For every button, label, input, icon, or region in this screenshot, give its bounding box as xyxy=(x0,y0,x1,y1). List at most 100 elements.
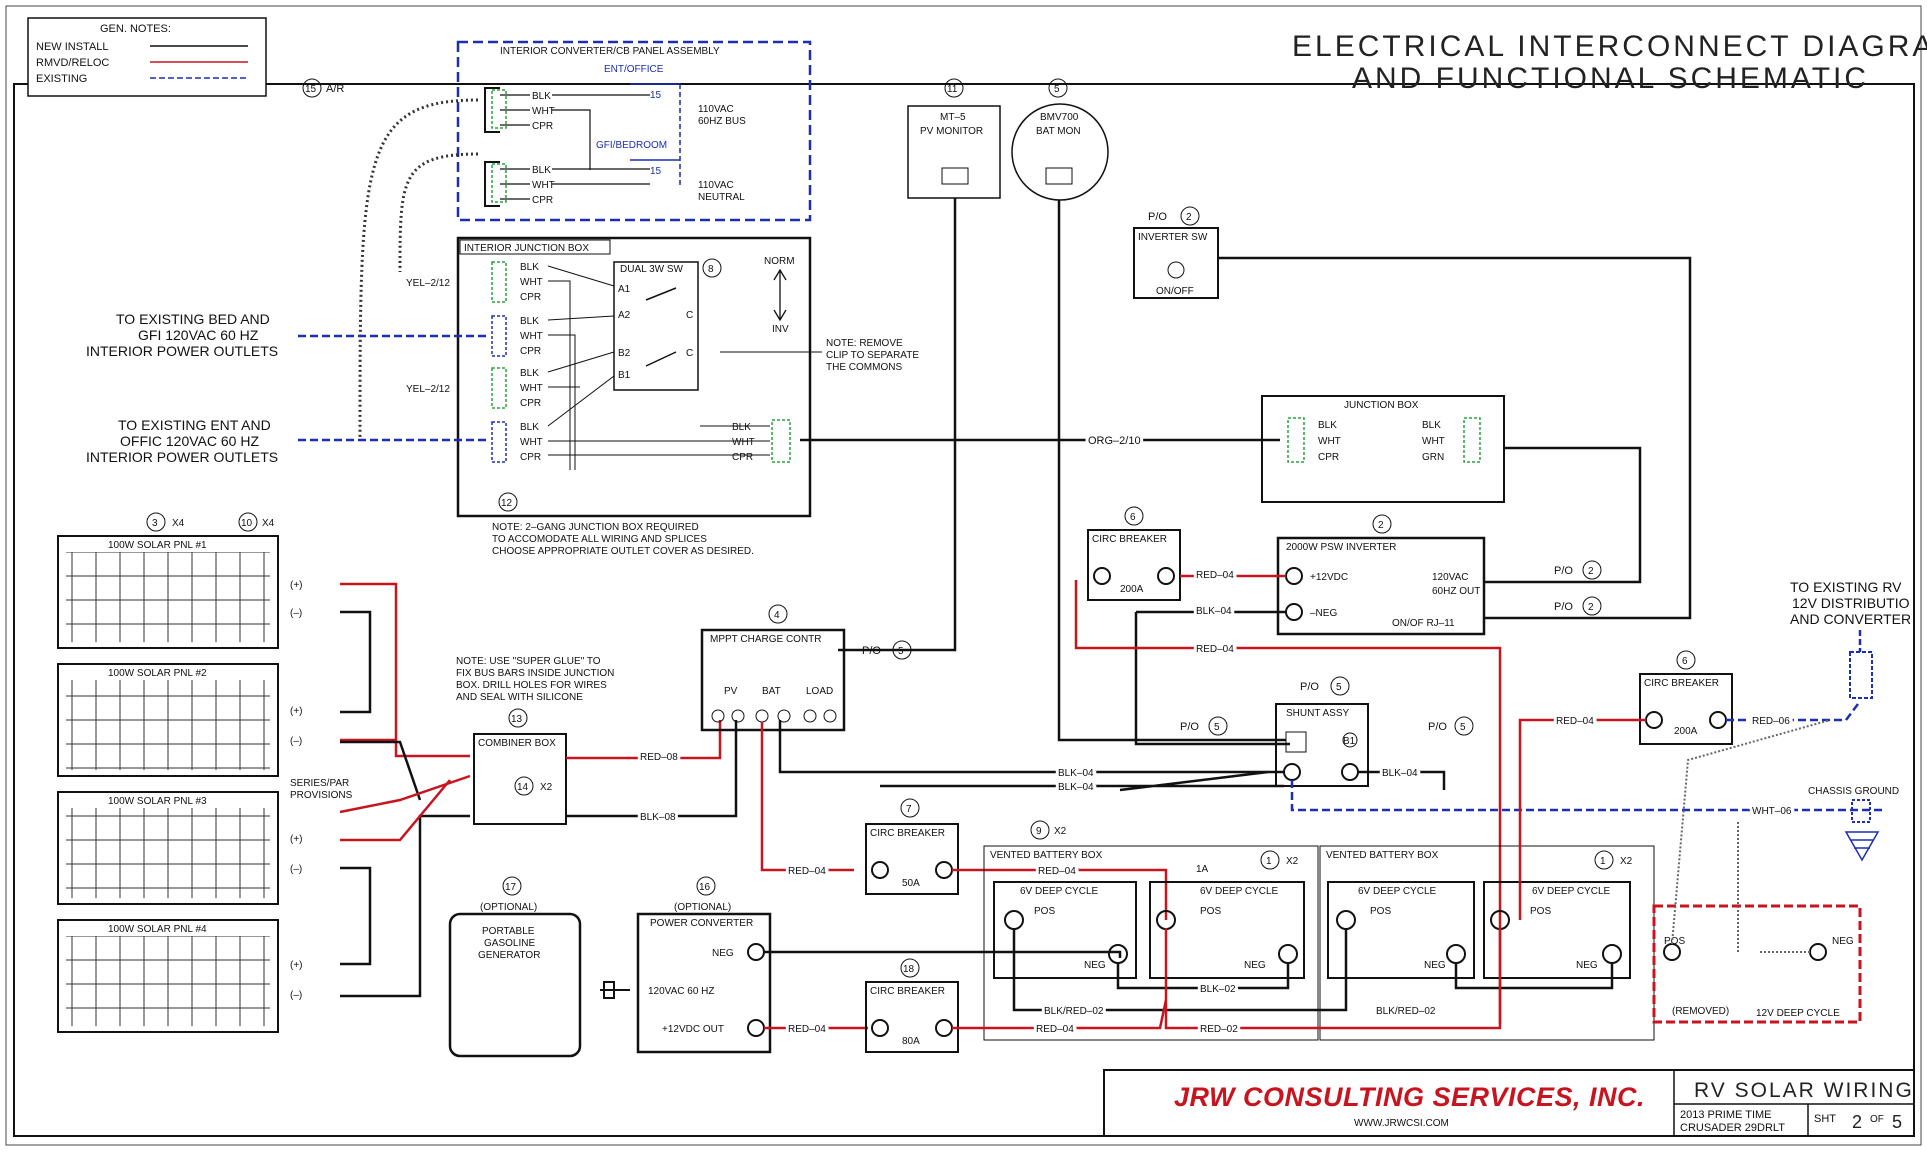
svg-text:BLK/RED–02: BLK/RED–02 xyxy=(1044,1006,1104,1017)
svg-text:WHT: WHT xyxy=(732,437,755,448)
wire-cpr: CPR xyxy=(532,195,553,206)
wire-org-2-10: ORG–2/10 xyxy=(1088,435,1141,447)
svg-text:1A: 1A xyxy=(1196,864,1209,875)
callout-15-text: 15 xyxy=(305,84,317,95)
svg-text:POS: POS xyxy=(1200,906,1221,917)
junction-box-2-title: JUNCTION BOX xyxy=(1344,400,1419,411)
inverter-switch-title: INVERTER SW xyxy=(1138,232,1208,243)
svg-text:BLK–04: BLK–04 xyxy=(1058,782,1094,793)
bed-outlet-line1: TO EXISTING BED AND xyxy=(116,311,270,327)
neutral-label: NEUTRAL xyxy=(698,192,745,203)
cb200-title: CIRC BREAKER xyxy=(1092,534,1167,545)
svg-text:12V DEEP CYCLE: 12V DEEP CYCLE xyxy=(1756,1008,1840,1019)
svg-text:B1: B1 xyxy=(618,370,631,381)
svg-text:(+): (+) xyxy=(290,580,303,591)
svg-text:GRN: GRN xyxy=(1422,452,1444,463)
svg-text:FIX BUS BARS INSIDE JUNCTION: FIX BUS BARS INSIDE JUNCTION xyxy=(456,668,614,679)
solar-panel-1 xyxy=(57,535,279,649)
note-2gang-2: TO ACCOMODATE ALL WIRING AND SPLICES xyxy=(492,534,707,545)
svg-text:CPR: CPR xyxy=(520,398,541,409)
svg-text:CIRC BREAKER: CIRC BREAKER xyxy=(870,986,945,997)
svg-text:(–): (–) xyxy=(290,736,302,747)
svg-text:(+): (+) xyxy=(290,960,303,971)
svg-text:1: 1 xyxy=(1266,856,1272,867)
svg-text:POS: POS xyxy=(1530,906,1551,917)
svg-text:BAT: BAT xyxy=(762,686,781,697)
svg-text:BLK: BLK xyxy=(520,422,539,433)
shunt-assembly: P/O 5 SHUNT ASSY B1 xyxy=(1275,676,1369,787)
wire-cpr: CPR xyxy=(532,121,553,132)
svg-text:(REMOVED): (REMOVED) xyxy=(1672,1006,1729,1017)
removed-12v-battery: POS NEG (REMOVED) 12V DEEP CYCLE xyxy=(1652,904,1862,1024)
svg-text:80A: 80A xyxy=(902,1036,920,1047)
svg-text:(+): (+) xyxy=(290,834,303,845)
bmv-sub: BAT MON xyxy=(1036,126,1081,137)
svg-text:CIRC BREAKER: CIRC BREAKER xyxy=(1644,678,1719,689)
svg-text:BLK: BLK xyxy=(520,262,539,273)
svg-text:X4: X4 xyxy=(262,518,275,529)
mt5-title: MT–5 xyxy=(940,112,966,123)
svg-text:13: 13 xyxy=(511,714,523,725)
svg-text:WHT: WHT xyxy=(520,277,543,288)
power-converter: 16 (OPTIONAL) POWER CONVERTER NEG 120VAC… xyxy=(600,876,772,1054)
interior-junction-box: INTERIOR JUNCTION BOX YEL–2/12 YEL–2/12 … xyxy=(406,236,812,518)
svg-text:RED–08: RED–08 xyxy=(640,752,678,763)
svg-text:WHT: WHT xyxy=(520,383,543,394)
svg-text:NEG: NEG xyxy=(1576,960,1598,971)
svg-text:6V DEEP CYCLE: 6V DEEP CYCLE xyxy=(1020,886,1099,897)
yel-wire-b: YEL–2/12 xyxy=(406,384,450,395)
svg-text:100W SOLAR PNL #4: 100W SOLAR PNL #4 xyxy=(108,924,207,935)
wire-blk: BLK xyxy=(532,165,551,176)
svg-text:A1: A1 xyxy=(618,284,631,295)
inverter-onof: ON/OF RJ–11 xyxy=(1392,618,1455,629)
inverter-switch: P/O 2 INVERTER SW ON/OFF xyxy=(1133,206,1219,299)
legend-existing: EXISTING xyxy=(36,73,87,85)
svg-text:RED–04: RED–04 xyxy=(1036,1024,1074,1035)
to-rv-line3: AND CONVERTER xyxy=(1790,611,1911,627)
svg-text:X2: X2 xyxy=(1054,826,1067,837)
svg-text:CPR: CPR xyxy=(520,292,541,303)
svg-text:B1: B1 xyxy=(1343,736,1356,747)
svg-text:4: 4 xyxy=(774,610,780,621)
svg-text:BLK–04: BLK–04 xyxy=(1382,768,1418,779)
bus-60-label: 60HZ BUS xyxy=(698,116,746,127)
svg-text:100W SOLAR PNL #1: 100W SOLAR PNL #1 xyxy=(108,540,207,551)
svg-text:12: 12 xyxy=(501,498,513,509)
svg-text:5: 5 xyxy=(1336,682,1342,693)
ent-outlet-line1: TO EXISTING ENT AND xyxy=(118,417,271,433)
svg-text:CPR: CPR xyxy=(520,452,541,463)
svg-text:6V DEEP CYCLE: 6V DEEP CYCLE xyxy=(1358,886,1437,897)
svg-text:6V DEEP CYCLE: 6V DEEP CYCLE xyxy=(1200,886,1279,897)
svg-text:BLK–04: BLK–04 xyxy=(1058,768,1094,779)
svg-text:BLK: BLK xyxy=(1422,420,1441,431)
portable-generator: 17 (OPTIONAL) PORTABLE GASOLINE GENERATO… xyxy=(448,876,582,1058)
svg-text:C: C xyxy=(686,348,693,359)
svg-text:B2: B2 xyxy=(618,348,631,359)
label-ent-office: ENT/OFFICE xyxy=(604,64,664,75)
title-block: JRW CONSULTING SERVICES, INC. WWW.JRWCSI… xyxy=(1103,1069,1915,1137)
svg-text:NOTE: USE "SUPER GLUE" TO: NOTE: USE "SUPER GLUE" TO xyxy=(456,656,601,667)
svg-text:14: 14 xyxy=(517,782,529,793)
svg-text:BOX. DRILL HOLES FOR WIRES: BOX. DRILL HOLES FOR WIRES xyxy=(456,680,607,691)
svg-text:(OPTIONAL): (OPTIONAL) xyxy=(480,902,537,913)
svg-text:A2: A2 xyxy=(618,310,631,321)
shunt-title: SHUNT ASSY xyxy=(1286,708,1349,719)
company-name: JRW CONSULTING SERVICES, INC. xyxy=(1174,1082,1645,1112)
bed-outlet-line2: GFI 120VAC 60 HZ xyxy=(138,327,259,343)
svg-text:RED–02: RED–02 xyxy=(1200,1024,1238,1035)
note-remove-clip-3: THE COMMONS xyxy=(826,362,902,373)
svg-text:POS: POS xyxy=(1664,936,1685,947)
inverter-switch-onoff: ON/OFF xyxy=(1156,286,1194,297)
note-2gang-1: NOTE: 2–GANG JUNCTION BOX REQUIRED xyxy=(492,522,699,533)
bed-outlet-line3: INTERIOR POWER OUTLETS xyxy=(86,343,278,359)
bmv-title: BMV700 xyxy=(1040,112,1079,123)
svg-text:50A: 50A xyxy=(902,878,920,889)
circuit-breaker-50a: 7 CIRC BREAKER 50A xyxy=(865,798,959,895)
svg-text:(–): (–) xyxy=(290,608,302,619)
svg-text:PORTABLE: PORTABLE xyxy=(482,926,535,937)
svg-text:CHASSIS GROUND: CHASSIS GROUND xyxy=(1808,786,1899,797)
svg-text:VENTED BATTERY BOX: VENTED BATTERY BOX xyxy=(1326,850,1439,861)
svg-text:RED–06: RED–06 xyxy=(1752,716,1790,727)
